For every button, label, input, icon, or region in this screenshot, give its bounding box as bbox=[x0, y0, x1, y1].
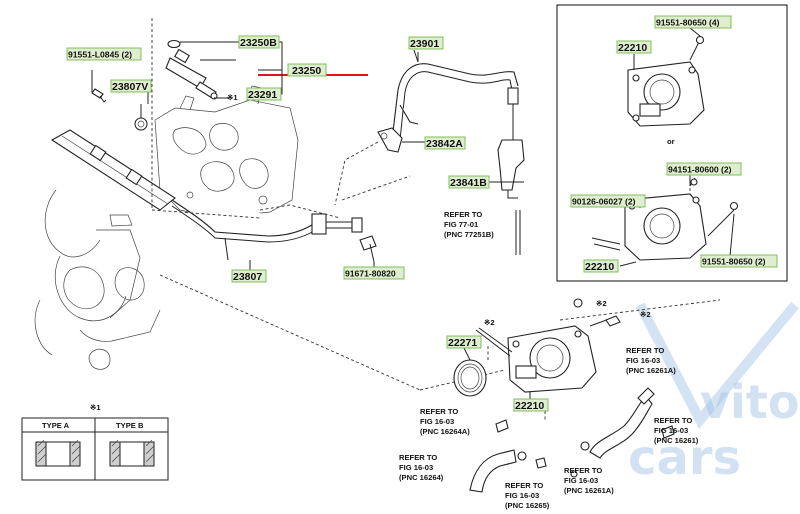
note-mark-1a: ※1 bbox=[227, 93, 238, 102]
ref-16261a-top-line2: FIG 16-03 bbox=[626, 356, 660, 365]
ref-16261a-bottom-line3: (PNC 16261A) bbox=[564, 486, 614, 495]
gasket bbox=[453, 359, 487, 397]
label-22210-top: 22210 bbox=[618, 42, 647, 54]
label-23842A: 23842A bbox=[426, 138, 463, 150]
ref-16264-line1: REFER TO bbox=[399, 453, 437, 462]
type-legend: ※1 TYPE A TYPE B bbox=[21, 403, 169, 481]
label-22210-bottom: 22210 bbox=[515, 400, 544, 412]
label-23250: 23250 bbox=[292, 65, 321, 77]
note-mark-2a: ※2 bbox=[484, 318, 495, 327]
watermark-line1: vito bbox=[700, 375, 799, 429]
ref-16265-line3: (PNC 16265) bbox=[505, 501, 550, 510]
label-23901: 23901 bbox=[410, 38, 439, 50]
ref-16261-line2: FIG 16-03 bbox=[654, 426, 688, 435]
label-23291: 23291 bbox=[248, 89, 277, 101]
label-23807: 23807 bbox=[233, 271, 262, 283]
label-91551-80650-2: 91551-80650 (2) bbox=[702, 257, 766, 267]
fuel-delivery-pipe bbox=[50, 129, 363, 261]
label-94151-80600: 94151-80600 (2) bbox=[668, 165, 732, 175]
legend-type-a: TYPE A bbox=[42, 421, 70, 430]
label-90126-06027: 90126-06027 (2) bbox=[572, 197, 636, 207]
fuel-injector bbox=[165, 39, 236, 100]
pressure-regulator bbox=[497, 87, 525, 255]
fuel-hose bbox=[391, 49, 519, 141]
ref-16264a-line2: FIG 16-03 bbox=[420, 417, 454, 426]
label-91551-80650-4: 91551-80650 (4) bbox=[656, 18, 720, 28]
ref-16264-line2: FIG 16-03 bbox=[399, 463, 433, 472]
part-labels: 91551-L0845 (2) 23250B 23250 23291 23807… bbox=[66, 15, 778, 412]
ref-16261a-top-line1: REFER TO bbox=[626, 346, 664, 355]
note-mark-2c: ※2 bbox=[640, 310, 651, 319]
label-22210-mid: 22210 bbox=[585, 261, 614, 273]
bolt-right bbox=[359, 235, 377, 263]
guide-lines bbox=[151, 18, 721, 420]
ref-16261-line3: (PNC 16261) bbox=[654, 436, 699, 445]
label-23841B: 23841B bbox=[450, 177, 487, 189]
ref-16261-line1: REFER TO bbox=[654, 416, 692, 425]
ref-16261a-bottom-line1: REFER TO bbox=[564, 466, 602, 475]
legend-type-b: TYPE B bbox=[116, 421, 144, 430]
label-23807V: 23807V bbox=[112, 81, 148, 93]
ref-16261a-top-line3: (PNC 16261A) bbox=[626, 366, 676, 375]
type-a-seal-icon bbox=[35, 439, 81, 467]
note-marks: ※1 ※2 ※2 ※2 or bbox=[227, 93, 675, 327]
ref-77-line1: REFER TO bbox=[444, 210, 482, 219]
ref-77-line2: FIG 77-01 bbox=[444, 220, 479, 229]
engine-block-sketch bbox=[34, 85, 299, 370]
ref-16264a-line3: (PNC 16264A) bbox=[420, 427, 470, 436]
reference-notes: REFER TO FIG 77-01 (PNC 77251B) REFER TO… bbox=[399, 210, 699, 510]
ref-16264a-line1: REFER TO bbox=[420, 407, 458, 416]
quick-connector bbox=[377, 127, 403, 153]
legend-note: ※1 bbox=[90, 403, 101, 412]
bolt-group-left bbox=[91, 70, 148, 131]
watermark-line2: cars bbox=[628, 430, 741, 486]
label-91551-L0845: 91551-L0845 (2) bbox=[68, 50, 132, 60]
label-91671-80820: 91671-80820 bbox=[345, 269, 396, 279]
note-mark-2b: ※2 bbox=[596, 299, 607, 308]
label-23250B: 23250B bbox=[240, 37, 277, 49]
throttle-body-bottom bbox=[475, 298, 621, 393]
ref-16261a-bottom-line2: FIG 16-03 bbox=[564, 476, 598, 485]
ref-16264-line3: (PNC 16264) bbox=[399, 473, 444, 482]
coolant-hoses bbox=[469, 387, 675, 493]
or-text: or bbox=[667, 137, 675, 146]
ref-16265-line1: REFER TO bbox=[505, 481, 543, 490]
label-22271: 22271 bbox=[448, 337, 477, 349]
throttle-body-detail-box bbox=[556, 4, 788, 282]
type-b-seal-icon bbox=[109, 439, 155, 467]
watermark: vito cars bbox=[628, 301, 799, 486]
ref-77-line3: (PNC 77251B) bbox=[444, 230, 494, 239]
ref-16265-line2: FIG 16-03 bbox=[505, 491, 539, 500]
